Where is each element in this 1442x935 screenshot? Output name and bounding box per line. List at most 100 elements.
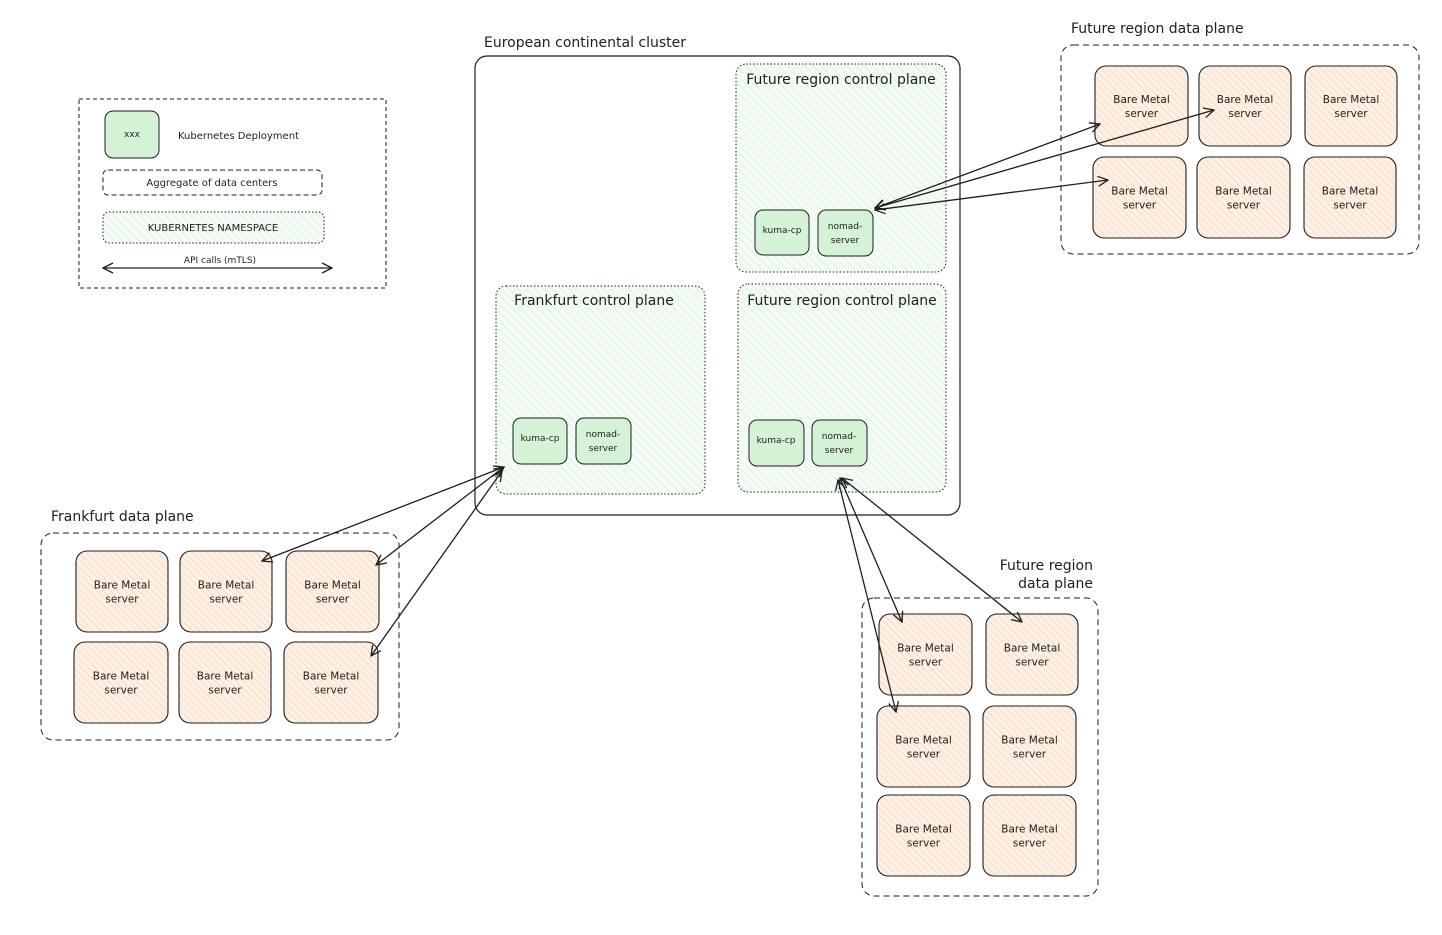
future-data-plane-top-title: Future region data plane (1071, 21, 1244, 37)
bare-metal-server: Bare Metal server (1198, 65, 1292, 147)
server-box (75, 550, 169, 633)
cluster-title: European continental cluster (484, 35, 686, 51)
api-arrow (371, 471, 502, 656)
nomad-server-label-1: nomad- (586, 430, 620, 440)
server-label-line1: Bare Metal (1322, 186, 1379, 198)
bare-metal-server: Bare Metal server (1304, 65, 1398, 147)
server-label-line1: Bare Metal (304, 580, 361, 592)
legend-deployment-sample: xxx (124, 130, 141, 140)
server-label-line2: server (314, 685, 348, 697)
european-cluster (474, 55, 961, 516)
control-plane-title: Future region control plane (747, 293, 937, 309)
api-arrow (842, 478, 1022, 622)
future-data-plane-bottom-title-1: Future region (1000, 558, 1093, 574)
server-box (73, 641, 169, 724)
nomad-server-label-1: nomad- (822, 432, 856, 442)
server-label-line1: Bare Metal (1215, 186, 1272, 198)
server-label-line2: server (1227, 200, 1261, 212)
server-box (283, 641, 379, 724)
api-arrow (875, 180, 1108, 210)
server-label-line2: server (1013, 838, 1047, 850)
legend: xxx Kubernetes Deployment Aggregate of d… (78, 98, 387, 289)
bare-metal-server: Bare Metal server (982, 794, 1077, 877)
control-plane-title: Frankfurt control plane (514, 293, 674, 309)
legend-frame (78, 98, 387, 289)
server-label-line1: Bare Metal (1001, 735, 1058, 747)
kuma-cp-deployment (754, 209, 810, 256)
server-box (1198, 65, 1292, 147)
api-arrow (840, 478, 902, 622)
server-label-line1: Bare Metal (198, 580, 255, 592)
legend-namespace-label: KUBERNETES NAMESPACE (148, 223, 278, 234)
server-label-line2: server (209, 594, 243, 606)
server-label-line1: Bare Metal (895, 824, 952, 836)
server-box (178, 641, 272, 724)
server-box (982, 705, 1077, 788)
server-box (982, 794, 1077, 877)
server-label-line2: server (1228, 108, 1262, 120)
frankfurt-control-plane: Frankfurt control plane kuma-cp nomad- s… (495, 285, 706, 495)
server-label-line2: server (909, 657, 943, 669)
server-label-line2: server (1333, 200, 1367, 212)
server-box (985, 613, 1079, 696)
nomad-server-deployment (817, 209, 874, 257)
control-plane-title: Future region control plane (746, 72, 936, 88)
server-box (878, 613, 973, 696)
server-box (876, 794, 971, 877)
server-label-line1: Bare Metal (1113, 94, 1170, 106)
server-label-line1: Bare Metal (303, 671, 360, 683)
server-label-line1: Bare Metal (1004, 643, 1061, 655)
bare-metal-server: Bare Metal server (73, 641, 169, 724)
legend-aggregate-swatch (102, 169, 323, 196)
nomad-server-deployment (811, 419, 868, 467)
legend-deployment-label: Kubernetes Deployment (178, 131, 299, 142)
server-label-line1: Bare Metal (897, 643, 954, 655)
future-control-plane-bottom: Future region control plane kuma-cp noma… (737, 283, 947, 493)
server-label-line1: Bare Metal (1323, 94, 1380, 106)
api-arrow (838, 480, 896, 712)
bare-metal-server: Bare Metal server (283, 641, 379, 724)
server-box (1304, 65, 1398, 147)
server-label-line2: server (316, 594, 350, 606)
server-label-line2: server (907, 749, 941, 761)
server-label-line2: server (1334, 108, 1368, 120)
bare-metal-server: Bare Metal server (179, 550, 273, 633)
kuma-cp-label: kuma-cp (757, 436, 796, 446)
server-label-line2: server (1123, 200, 1157, 212)
bare-metal-server: Bare Metal server (1196, 156, 1291, 239)
server-box (1092, 156, 1187, 239)
server-box (179, 550, 273, 633)
server-label-line1: Bare Metal (895, 735, 952, 747)
bare-metal-server: Bare Metal server (876, 705, 971, 788)
server-label-line2: server (104, 685, 138, 697)
kuma-cp-label: kuma-cp (763, 226, 802, 236)
legend-aggregate-label: Aggregate of data centers (146, 178, 277, 189)
server-box (876, 705, 971, 788)
bare-metal-server: Bare Metal server (1303, 156, 1397, 239)
legend-namespace-swatch (102, 211, 325, 244)
server-box (285, 550, 380, 633)
bare-metal-server: Bare Metal server (75, 550, 169, 633)
future-control-plane-top: Future region control plane kuma-cp noma… (735, 63, 947, 273)
server-label-line1: Bare Metal (93, 671, 150, 683)
legend-api-label: API calls (mTLS) (184, 256, 256, 266)
server-label-line1: Bare Metal (1001, 824, 1058, 836)
server-label-line2: server (105, 594, 139, 606)
server-label-line2: server (907, 838, 941, 850)
server-box (1303, 156, 1397, 239)
server-label-line1: Bare Metal (1217, 94, 1274, 106)
api-arrow (376, 467, 504, 565)
server-label-line1: Bare Metal (94, 580, 151, 592)
nomad-server-label-2: server (831, 236, 860, 246)
kuma-cp-label: kuma-cp (521, 434, 560, 444)
api-call-arrows (262, 110, 1214, 712)
nomad-server-label-1: nomad- (828, 222, 862, 232)
bare-metal-server: Bare Metal server (285, 550, 380, 633)
server-label-line2: server (208, 685, 242, 697)
